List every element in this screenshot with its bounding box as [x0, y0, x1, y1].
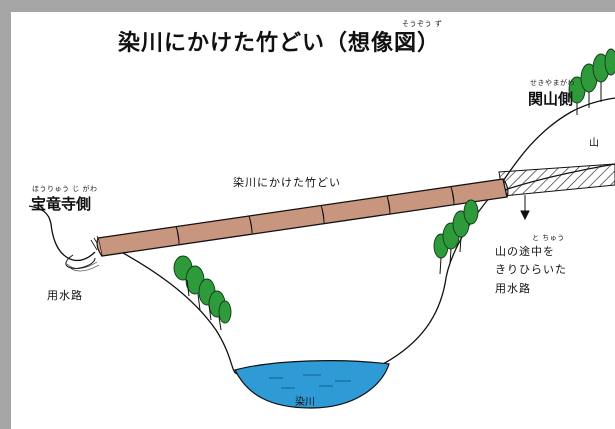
cut-channel-hatch — [498, 163, 615, 197]
left-bank — [28, 205, 96, 262]
cut-channel-label-line1: 山の途中を — [495, 245, 555, 258]
title-ruby: そうぞう ず — [402, 20, 443, 28]
trees-mountain-top — [568, 48, 615, 115]
cut-channel-ruby: と ちゅう — [532, 234, 565, 242]
scene-illustration — [28, 48, 615, 409]
mountain-label: 山 — [589, 138, 599, 149]
houryuji-side-label: 宝竜寺側 — [31, 195, 92, 213]
bamboo-pipe-label: 染川にかけた竹どい — [233, 176, 341, 189]
diagram-panel: そうぞう ず 染川にかけた竹どい（想像図） せきやまがわ 関山側 ほうりゅう じ… — [11, 12, 615, 429]
trees-right-slope — [433, 199, 479, 275]
water-outflow — [65, 254, 96, 269]
water-splash — [66, 261, 100, 272]
bamboo-pipe — [96, 178, 509, 257]
sekiyama-ruby: せきやまがわ — [530, 79, 575, 87]
cut-channel-label-line2: きりひらいた — [495, 263, 567, 276]
sekiyama-side-label: 関山側 — [528, 90, 574, 108]
houryuji-ruby: ほうりゅう じ がわ — [32, 185, 98, 193]
river-label: 染川 — [295, 397, 315, 408]
cut-channel-label-line3: 用水路 — [495, 282, 531, 295]
cut-channel-arrow — [520, 195, 530, 221]
left-channel-label: 用水路 — [47, 289, 83, 302]
river — [234, 360, 390, 409]
river-ripples — [269, 374, 351, 389]
diagram-title: 染川にかけた竹どい（想像図） — [118, 31, 441, 56]
trees-left-slope — [173, 255, 232, 331]
